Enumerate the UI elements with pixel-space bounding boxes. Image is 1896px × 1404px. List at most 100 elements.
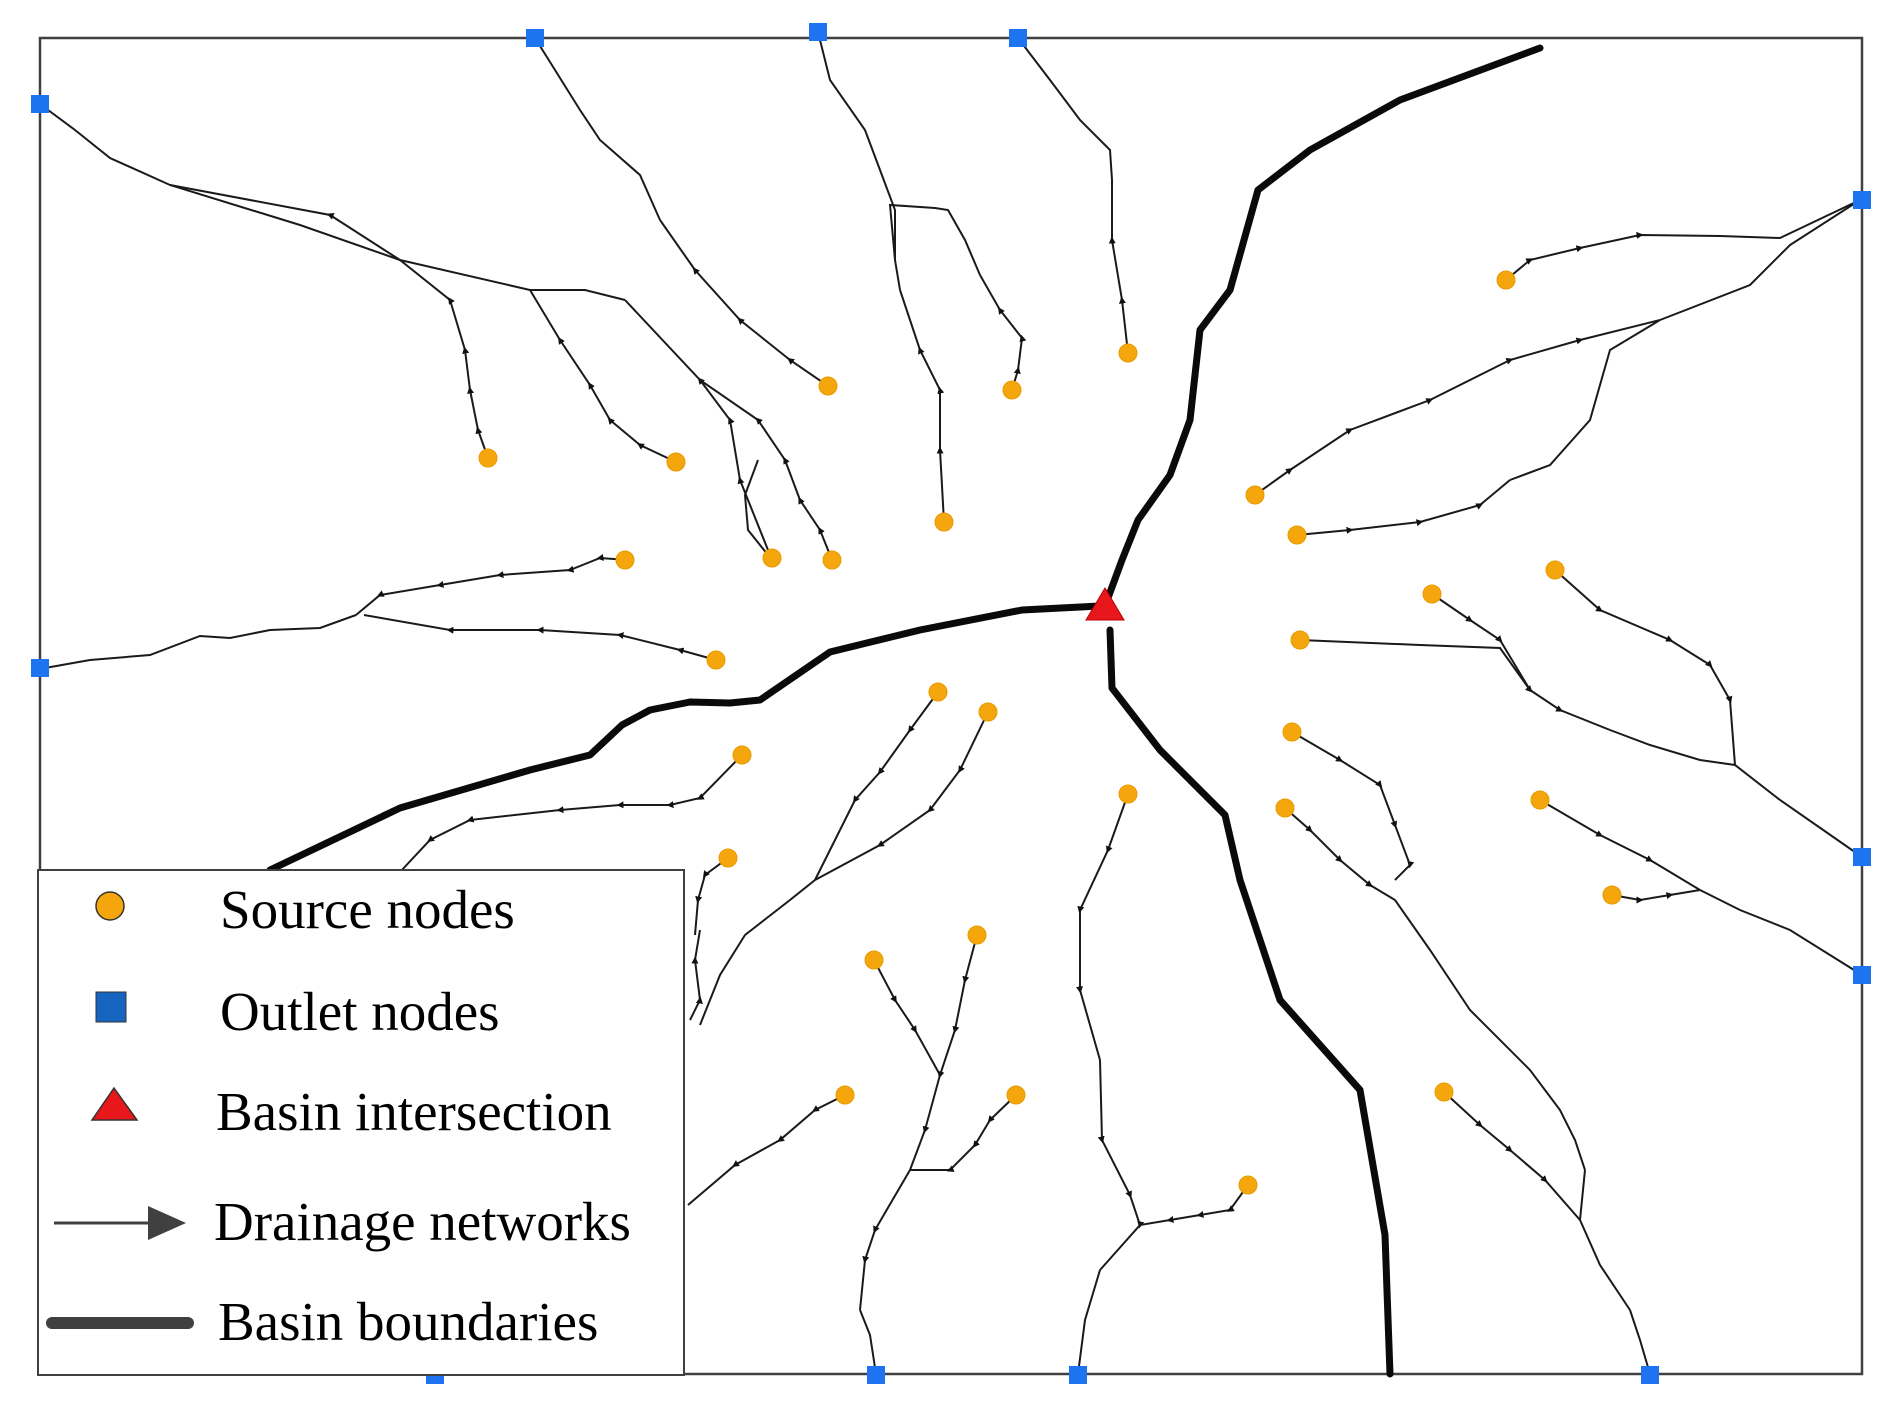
drainage-line [1394, 899, 1586, 1171]
drainage-line [899, 289, 945, 523]
drainage-line [1076, 793, 1129, 1061]
basin-boundary-southeast [1106, 626, 1394, 1378]
legend-basin-boundaries-label: Basin boundaries [218, 1291, 598, 1352]
source-node [1434, 1082, 1454, 1102]
drainage-line [1299, 639, 1531, 691]
source-node [1118, 343, 1138, 363]
source-node [732, 745, 752, 765]
legend-source-nodes-label: Source nodes [220, 879, 515, 940]
drainage-line [659, 219, 829, 387]
drainage-line [839, 691, 939, 831]
source-node [1282, 722, 1302, 742]
drainage-line [743, 459, 773, 561]
source-node [666, 452, 686, 472]
drainage-line [534, 37, 661, 221]
drainage-line [1629, 1309, 1651, 1375]
drainage-line [1108, 180, 1129, 354]
source-node [835, 1085, 855, 1105]
source-node [934, 512, 954, 532]
drainage-line [1554, 569, 1736, 766]
basin-boundary-northeast [1101, 44, 1544, 610]
outlet-node [1853, 848, 1871, 866]
drainage-line [699, 879, 816, 1026]
legend: Source nodes Outlet nodes Basin intersec… [37, 869, 685, 1376]
drainage-line [1509, 319, 1661, 481]
drainage-line [399, 259, 531, 291]
drainage-line [1505, 231, 1721, 281]
legend-drainage-network-arrowhead [148, 1206, 186, 1240]
source-node [478, 448, 498, 468]
drainage-line [1719, 199, 1861, 240]
drainage-line [1699, 889, 1863, 976]
source-node [706, 650, 726, 670]
source-node [1238, 1175, 1258, 1195]
drainage-line [1254, 319, 1661, 496]
drainage-line [39, 103, 401, 261]
source-node [1006, 1085, 1026, 1105]
drainage-line [888, 203, 981, 276]
drainage-line [399, 754, 743, 873]
outlet-node [31, 659, 49, 677]
source-nodes [478, 270, 1622, 1195]
outlet-node [1009, 29, 1027, 47]
drainage-line [1017, 37, 1113, 181]
source-node [822, 550, 842, 570]
legend-drainage-networks-label: Drainage networks [214, 1191, 631, 1252]
drainage-line [1578, 1169, 1631, 1311]
source-node [864, 950, 884, 970]
outlet-node [1641, 1366, 1659, 1384]
drainage-line [910, 1094, 1017, 1172]
drainage-line [1139, 1184, 1249, 1226]
drainage-line [699, 379, 833, 561]
source-node [1530, 790, 1550, 810]
source-node [1118, 784, 1138, 804]
outlet-node [1069, 1366, 1087, 1384]
drainage-line [1609, 729, 1863, 858]
source-node [967, 925, 987, 945]
drainage-line [624, 299, 773, 561]
source-node [718, 848, 738, 868]
drainage-line [44, 614, 357, 669]
outlet-node [31, 95, 49, 113]
drainage-line [169, 184, 401, 261]
drainage-line [1284, 807, 1396, 901]
legend-basin-intersection-symbol [90, 1086, 139, 1121]
drainage-line [529, 289, 677, 463]
drainage-line [689, 929, 703, 1021]
source-node [1245, 485, 1265, 505]
legend-outlet-node-symbol [95, 991, 127, 1023]
drainage-line [814, 829, 841, 881]
source-node [615, 550, 635, 570]
drainage-line [1097, 1059, 1145, 1271]
basin-intersection-marker [1085, 587, 1125, 621]
drainage-line [1611, 889, 1701, 904]
source-node [1496, 270, 1516, 290]
drainage-line [1659, 199, 1861, 321]
legend-box [37, 869, 685, 1376]
drainage-line [363, 614, 717, 661]
source-node [1287, 525, 1307, 545]
source-node [1545, 560, 1565, 580]
drainage-line [355, 554, 629, 616]
drainage-line [1539, 799, 1701, 891]
basin-boundary-west [266, 602, 1104, 874]
source-node [1290, 630, 1310, 650]
drainage-line [1291, 731, 1415, 881]
drainage-line [1443, 1091, 1581, 1221]
drainage-line [687, 1094, 846, 1206]
outlet-node [867, 1366, 885, 1384]
source-node [818, 376, 838, 396]
source-node [928, 682, 948, 702]
legend-source-node-symbol [95, 891, 125, 921]
drainage-line [909, 934, 978, 1171]
drainage-line [859, 1309, 877, 1375]
drainage-line [1431, 593, 1611, 731]
source-node [762, 548, 782, 568]
drainage-line [873, 959, 941, 1076]
source-node [1275, 798, 1295, 818]
drainage-line [817, 31, 901, 291]
source-node [1002, 380, 1022, 400]
outlet-node [526, 29, 544, 47]
source-node [1422, 584, 1442, 604]
